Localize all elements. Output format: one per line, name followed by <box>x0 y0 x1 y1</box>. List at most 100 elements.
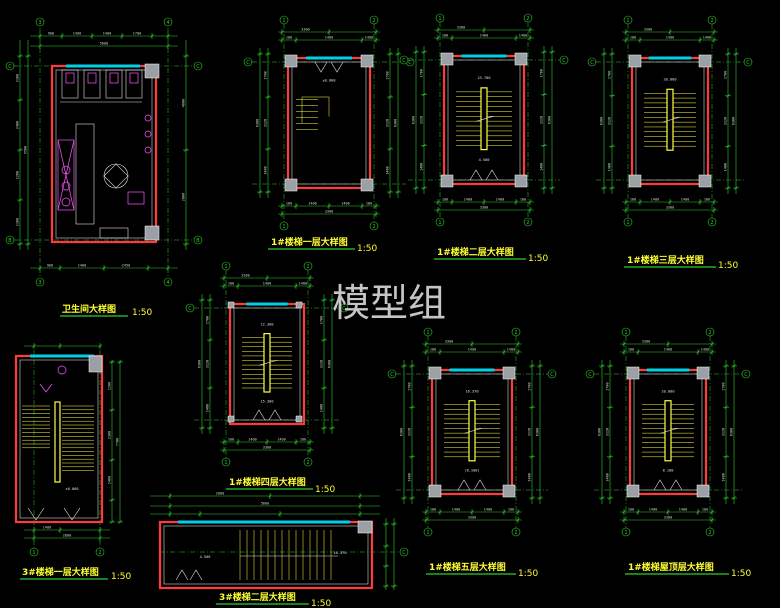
svg-text:1700: 1700 <box>133 32 141 36</box>
title-s1-f3: 1#楼梯三层大样图 <box>627 254 704 266</box>
svg-text:1480: 1480 <box>408 473 412 481</box>
svg-text:1400: 1400 <box>464 198 472 202</box>
svg-text:1400: 1400 <box>263 282 271 286</box>
svg-text:C: C <box>562 58 566 64</box>
svg-text:3300: 3300 <box>263 446 271 450</box>
svg-text:C: C <box>550 372 554 378</box>
svg-text:3120: 3120 <box>724 117 728 125</box>
svg-text:C: C <box>588 372 592 378</box>
titles: 卫生间大样图 1:50 1#楼梯一层大样图 1:50 1#楼梯二层大样图 1:5… <box>20 236 751 608</box>
svg-text:1400: 1400 <box>308 202 316 206</box>
svg-text:100: 100 <box>366 202 372 206</box>
svg-text:1480: 1480 <box>420 163 424 171</box>
svg-text:1400: 1400 <box>679 508 687 512</box>
svg-text:2000: 2000 <box>216 492 224 496</box>
svg-text:2: 2 <box>710 18 713 24</box>
svg-text:3300: 3300 <box>468 516 476 520</box>
svg-text:2400: 2400 <box>16 121 20 129</box>
svg-text:3120: 3120 <box>386 119 390 127</box>
title-s1-roof: 1#楼梯屋顶层大样图 <box>628 561 714 573</box>
svg-text:1400: 1400 <box>703 36 711 40</box>
svg-text:C: C <box>8 64 12 70</box>
svg-text:±0.000: ±0.000 <box>66 487 79 491</box>
svg-text:4: 4 <box>166 20 169 26</box>
svg-text:6300: 6300 <box>412 116 416 124</box>
svg-text:3300: 3300 <box>644 28 652 32</box>
svg-text:100: 100 <box>442 34 448 38</box>
svg-text:1: 1 <box>626 220 629 226</box>
svg-text:1400: 1400 <box>468 348 476 352</box>
svg-text:2: 2 <box>372 18 375 24</box>
svg-text:C: C <box>246 60 250 66</box>
svg-text:1400: 1400 <box>480 34 488 38</box>
svg-text:3300: 3300 <box>241 274 249 278</box>
svg-text:1400: 1400 <box>108 476 112 484</box>
svg-text:3300: 3300 <box>666 206 674 210</box>
svg-text:1: 1 <box>282 224 285 230</box>
svg-text:100: 100 <box>430 508 436 512</box>
svg-text:1400: 1400 <box>651 198 659 202</box>
svg-text:1400: 1400 <box>248 438 256 442</box>
svg-text:(8.100): (8.100) <box>464 469 479 473</box>
svg-text:3120: 3120 <box>320 360 324 368</box>
svg-text:1400: 1400 <box>299 282 307 286</box>
svg-text:4600: 4600 <box>182 99 186 107</box>
svg-text:1400: 1400 <box>365 36 373 40</box>
svg-text:1: 1 <box>224 264 227 270</box>
svg-text:1: 1 <box>426 330 429 336</box>
scale-toilet: 1:50 <box>132 308 152 318</box>
svg-text:6300: 6300 <box>256 119 260 127</box>
svg-text:2: 2 <box>514 330 517 336</box>
svg-text:1700: 1700 <box>608 71 612 79</box>
svg-text:3300: 3300 <box>480 206 488 210</box>
svg-text:3300: 3300 <box>664 516 672 520</box>
svg-text:15.300: 15.300 <box>261 399 274 403</box>
svg-text:6300: 6300 <box>598 428 602 436</box>
svg-text:1: 1 <box>438 16 441 22</box>
svg-text:20.000: 20.000 <box>662 389 675 393</box>
svg-text:100: 100 <box>286 202 292 206</box>
svg-text:100: 100 <box>630 36 636 40</box>
svg-text:1700: 1700 <box>606 382 610 390</box>
svg-text:1400: 1400 <box>73 32 81 36</box>
svg-text:1400: 1400 <box>664 348 672 352</box>
svg-text:1700: 1700 <box>528 382 532 390</box>
svg-text:900: 900 <box>48 32 54 36</box>
svg-text:100: 100 <box>442 198 448 202</box>
svg-text:1: 1 <box>624 530 627 536</box>
scale-s3-f1: 1:50 <box>111 572 131 582</box>
svg-text:C: C <box>402 58 406 64</box>
svg-text:1700: 1700 <box>724 71 728 79</box>
svg-text:1480: 1480 <box>320 404 324 412</box>
svg-text:3300: 3300 <box>325 210 333 214</box>
svg-text:1200: 1200 <box>108 382 112 390</box>
svg-text:1480: 1480 <box>724 163 728 171</box>
scale-s1-f5: 1:50 <box>518 569 538 579</box>
svg-text:6300: 6300 <box>198 360 202 368</box>
svg-text:20.000: 20.000 <box>664 78 677 82</box>
svg-text:1: 1 <box>626 18 629 24</box>
svg-text:4.500: 4.500 <box>479 158 490 162</box>
svg-text:3: 3 <box>38 280 41 286</box>
svg-text:1400: 1400 <box>649 508 657 512</box>
svg-text:1480: 1480 <box>606 473 610 481</box>
svg-text:B: B <box>196 238 200 244</box>
svg-text:12.300: 12.300 <box>261 323 274 327</box>
svg-text:C: C <box>342 306 346 312</box>
svg-text:3120: 3120 <box>606 428 610 436</box>
svg-text:2800: 2800 <box>63 534 71 538</box>
svg-text:1400: 1400 <box>277 438 285 442</box>
svg-text:4.500: 4.500 <box>200 555 211 559</box>
svg-text:C: C <box>196 64 200 70</box>
svg-text:3300: 3300 <box>445 340 453 344</box>
svg-text:C: C <box>408 60 412 66</box>
svg-text:100: 100 <box>430 348 436 352</box>
svg-text:±0.000: ±0.000 <box>323 78 336 82</box>
